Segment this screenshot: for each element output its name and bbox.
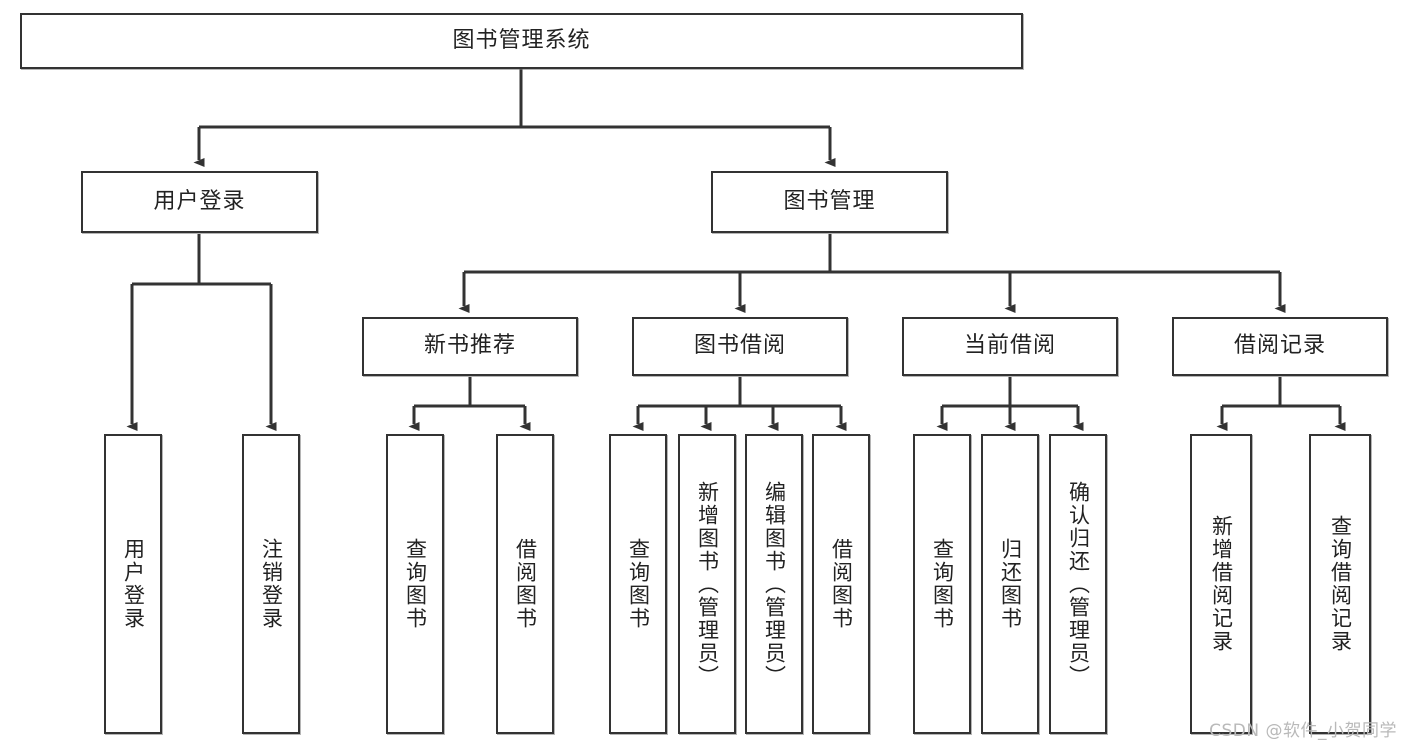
node-leaf-query-book-1[interactable]: 查询图书 <box>386 434 444 734</box>
node-leaf-query-record-label: 查询借阅记录 <box>1328 515 1353 653</box>
node-book-management[interactable]: 图书管理 <box>711 171 948 233</box>
node-leaf-return-book-label: 归还图书 <box>998 538 1023 630</box>
node-leaf-edit-book-label: 编辑图书（管理员） <box>762 480 787 688</box>
node-borrow-record[interactable]: 借阅记录 <box>1172 317 1388 376</box>
node-leaf-borrow-book-2[interactable]: 借阅图书 <box>812 434 870 734</box>
node-current-borrow-label: 当前借阅 <box>963 333 1056 359</box>
node-leaf-borrow-book-1-label: 借阅图书 <box>513 538 538 630</box>
node-book-borrow-label: 图书借阅 <box>693 333 786 359</box>
node-leaf-confirm-return-label: 确认归还（管理员） <box>1066 480 1091 688</box>
node-user-login-label: 用户登录 <box>153 188 246 214</box>
node-leaf-add-book[interactable]: 新增图书（管理员） <box>678 434 736 734</box>
node-root-label: 图书管理系统 <box>452 27 591 53</box>
node-book-management-label: 图书管理 <box>783 188 876 214</box>
node-leaf-borrow-book-1[interactable]: 借阅图书 <box>496 434 554 734</box>
csdn-watermark: CSDN @软件_小贺同学 <box>1209 721 1397 741</box>
node-leaf-add-book-label: 新增图书（管理员） <box>695 480 720 688</box>
node-leaf-query-book-2[interactable]: 查询图书 <box>609 434 667 734</box>
node-new-book-recommend[interactable]: 新书推荐 <box>362 317 578 376</box>
node-leaf-query-book-3[interactable]: 查询图书 <box>913 434 971 734</box>
node-leaf-logout-login-label: 注销登录 <box>259 538 284 630</box>
node-book-borrow[interactable]: 图书借阅 <box>632 317 848 376</box>
node-leaf-user-login-label: 用户登录 <box>121 538 146 630</box>
node-leaf-logout-login[interactable]: 注销登录 <box>242 434 300 734</box>
node-leaf-add-record-label: 新增借阅记录 <box>1209 515 1234 653</box>
node-leaf-return-book[interactable]: 归还图书 <box>981 434 1039 734</box>
node-current-borrow[interactable]: 当前借阅 <box>902 317 1118 376</box>
node-new-book-recommend-label: 新书推荐 <box>423 333 516 359</box>
node-leaf-query-record[interactable]: 查询借阅记录 <box>1309 434 1371 734</box>
node-leaf-edit-book[interactable]: 编辑图书（管理员） <box>745 434 803 734</box>
node-user-login[interactable]: 用户登录 <box>81 171 318 233</box>
node-leaf-query-book-1-label: 查询图书 <box>403 538 428 630</box>
node-borrow-record-label: 借阅记录 <box>1233 333 1326 359</box>
node-leaf-confirm-return[interactable]: 确认归还（管理员） <box>1049 434 1107 734</box>
node-leaf-user-login[interactable]: 用户登录 <box>104 434 162 734</box>
node-leaf-add-record[interactable]: 新增借阅记录 <box>1190 434 1252 734</box>
node-leaf-query-book-2-label: 查询图书 <box>626 538 651 630</box>
node-leaf-borrow-book-2-label: 借阅图书 <box>829 538 854 630</box>
node-leaf-query-book-3-label: 查询图书 <box>930 538 955 630</box>
node-root[interactable]: 图书管理系统 <box>20 13 1023 69</box>
